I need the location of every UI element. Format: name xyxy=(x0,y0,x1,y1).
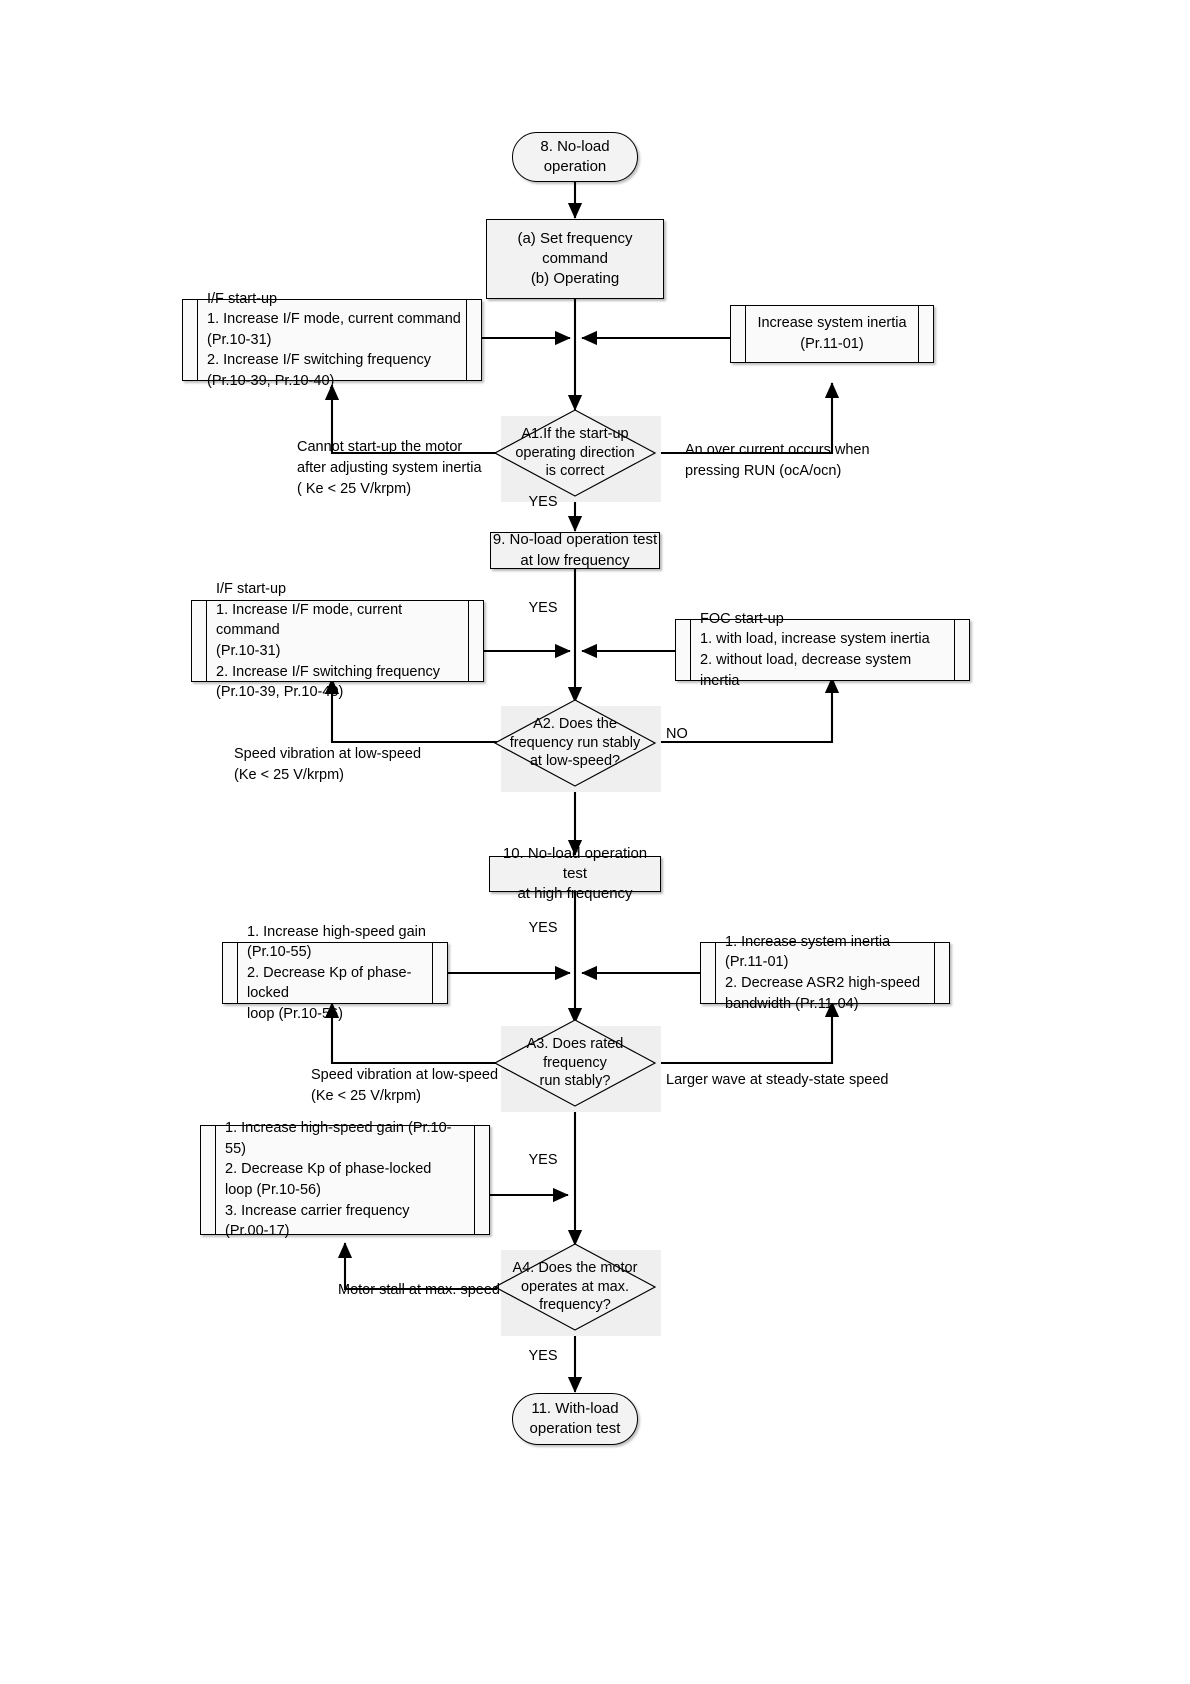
label-motor-stall: Motor stall at max. speed xyxy=(338,1282,500,1298)
node-decision-a2-label: A2. Does the frequency run stably at low… xyxy=(509,715,641,770)
listbox-left-rail xyxy=(206,601,207,681)
listbox-right-rail xyxy=(954,620,955,680)
node-start-no-load-operation[interactable]: 8. No-load operation xyxy=(512,132,638,182)
node-foc-start-up-label: FOC start-up 1. with load, increase syst… xyxy=(700,610,930,689)
label-speed-vibration-a2: Speed vibration at low-speed (Ke < 25 V/… xyxy=(234,746,422,784)
listbox-right-rail xyxy=(466,300,467,380)
node-decision-a4-label: A4. Does the motor operates at max. freq… xyxy=(512,1259,638,1314)
node-step-9-label: 9. No-load operation test at low frequen… xyxy=(492,531,658,569)
label-speed-vibration-a3: Speed vibration at low-speed (Ke < 25 V/… xyxy=(311,1067,499,1105)
node-end-label: 11. With-load operation test xyxy=(529,1399,621,1437)
label-yes-a4: YES xyxy=(528,1348,558,1364)
node-increase-system-inertia[interactable]: Increase system inertia (Pr.11-01) xyxy=(730,305,934,363)
listbox-left-rail xyxy=(745,306,746,362)
node-end-with-load-operation-test[interactable]: 11. With-load operation test xyxy=(512,1393,638,1445)
node-decision-a3-label: A3. Does rated frequency run stably? xyxy=(526,1035,624,1090)
listbox-right-rail xyxy=(468,601,469,681)
node-decision-a1[interactable]: A1.If the start-up operating direction i… xyxy=(493,409,661,502)
listbox-right-rail xyxy=(934,943,935,1003)
node-if-start-up-1[interactable]: I/F start-up 1. Increase I/F mode, curre… xyxy=(182,290,482,389)
listbox-left-rail xyxy=(197,300,198,380)
label-over-current: An over current occurs when pressing RUN… xyxy=(685,442,870,480)
label-yes-a3: YES xyxy=(528,1152,558,1168)
node-inertia-box-2-label: 1. Increase system inertia (Pr.11-01) 2.… xyxy=(725,933,921,1012)
label-yes-step10: YES xyxy=(528,920,558,936)
node-step-10-no-load-test-high-freq[interactable]: 10. No-load operation test at high frequ… xyxy=(489,845,661,902)
node-decision-a2[interactable]: A2. Does the frequency run stably at low… xyxy=(493,699,661,792)
node-start-label: 8. No-load operation xyxy=(540,137,610,175)
node-step-9-no-load-test-low-freq[interactable]: 9. No-load operation test at low frequen… xyxy=(490,531,660,569)
node-if-start-up-2[interactable]: I/F start-up 1. Increase I/F mode, curre… xyxy=(191,581,484,701)
node-gain-box-1[interactable]: 1. Increase high-speed gain (Pr.10-55) 2… xyxy=(222,923,448,1022)
node-set-frequency-label: (a) Set frequency command (b) Operating xyxy=(517,229,633,288)
label-yes-a1: YES xyxy=(528,494,558,510)
label-cannot-start-up: Cannot start-up the motor after adjustin… xyxy=(297,439,482,498)
listbox-left-rail xyxy=(215,1126,216,1234)
label-yes-step9: YES xyxy=(528,600,558,616)
listbox-left-rail xyxy=(690,620,691,680)
node-decision-a3[interactable]: A3. Does rated frequency run stably? xyxy=(493,1019,661,1112)
node-decision-a4[interactable]: A4. Does the motor operates at max. freq… xyxy=(493,1243,661,1336)
listbox-right-rail xyxy=(918,306,919,362)
listbox-left-rail xyxy=(237,943,238,1003)
node-if-start-up-2-label: I/F start-up 1. Increase I/F mode, curre… xyxy=(216,581,441,701)
listbox-right-rail xyxy=(432,943,433,1003)
node-inertia-box-2[interactable]: 1. Increase system inertia (Pr.11-01) 2.… xyxy=(700,933,950,1012)
label-larger-wave: Larger wave at steady-state speed xyxy=(666,1072,889,1088)
listbox-right-rail xyxy=(474,1126,475,1234)
node-gain-box-1-label: 1. Increase high-speed gain (Pr.10-55) 2… xyxy=(247,923,426,1022)
node-step-10-label: 10. No-load operation test at high frequ… xyxy=(502,844,648,903)
node-decision-a1-label: A1.If the start-up operating direction i… xyxy=(515,425,635,480)
node-gain-box-2-label: 1. Increase high-speed gain (Pr.10-55) 2… xyxy=(225,1120,452,1240)
listbox-left-rail xyxy=(715,943,716,1003)
node-increase-system-inertia-label: Increase system inertia (Pr.11-01) xyxy=(757,315,907,352)
node-if-start-up-1-label: I/F start-up 1. Increase I/F mode, curre… xyxy=(207,290,461,389)
node-set-frequency-command[interactable]: (a) Set frequency command (b) Operating xyxy=(486,219,664,299)
node-gain-box-2[interactable]: 1. Increase high-speed gain (Pr.10-55) 2… xyxy=(200,1120,490,1240)
label-no-a2: NO xyxy=(666,726,688,742)
node-foc-start-up[interactable]: FOC start-up 1. with load, increase syst… xyxy=(675,610,970,689)
